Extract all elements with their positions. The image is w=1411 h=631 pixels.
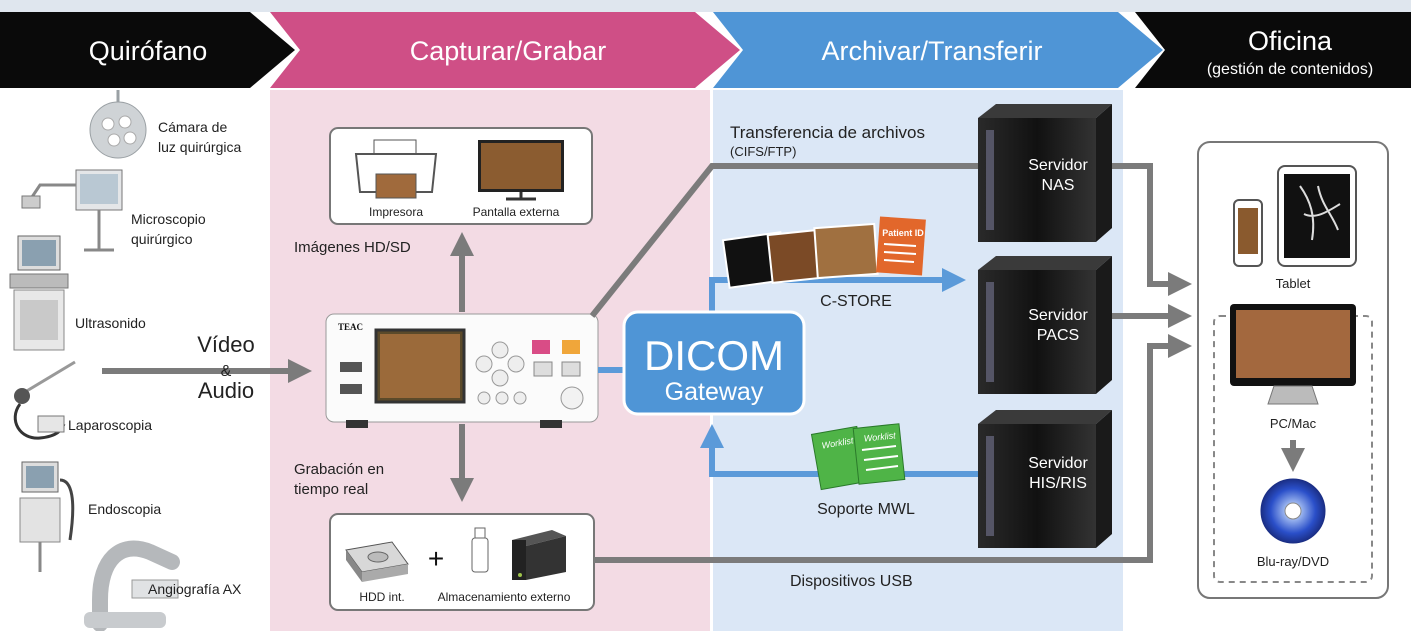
- cstore-arrow: [709, 268, 966, 320]
- recorder-device-icon: [325, 313, 599, 428]
- stage-label-archivar: Archivar/Transferir: [821, 36, 1042, 66]
- dicom-gateway-box: [622, 310, 806, 416]
- usb-stick-icon: [471, 527, 489, 573]
- stage-label-capturar: Capturar/Grabar: [410, 36, 607, 66]
- stage-archivar: [713, 12, 1163, 88]
- transfer-label-protocol: (CIFS/FTP): [730, 144, 796, 159]
- pacs-server-icon: [978, 256, 1112, 394]
- endoscope-icon: [19, 461, 75, 572]
- server-his-line2: HIS/RIS: [1029, 475, 1087, 492]
- external-monitor-icon: [478, 140, 564, 201]
- dicom-gateway-label: Gateway: [665, 378, 764, 406]
- source-label-microscope-1: Microscopio: [131, 211, 206, 227]
- usb-line: [594, 334, 1192, 563]
- stage-quirofano: [0, 12, 295, 88]
- storage-caption-1: Grabación en: [294, 461, 384, 478]
- nas-server-icon: [978, 104, 1112, 242]
- stage-oficina: [1135, 12, 1411, 88]
- server-his-line1: Servidor: [1028, 455, 1088, 472]
- input-label-audio: Audio: [198, 378, 254, 403]
- angiography-icon: [84, 540, 180, 631]
- transfer-label: Transferencia de archivos: [730, 123, 925, 142]
- server-pacs-line2: PACS: [1037, 327, 1079, 344]
- pc-monitor-icon: [1230, 304, 1356, 405]
- source-label-endoscope: Endoscopia: [88, 501, 161, 517]
- storage-label-external: Almacenamiento externo: [438, 590, 571, 604]
- recorder-brand: TEAC: [338, 322, 363, 332]
- mwl-label: Soporte MWL: [817, 501, 915, 518]
- server-nas-line2: NAS: [1042, 177, 1075, 194]
- output-caption: Imágenes HD/SD: [294, 239, 411, 256]
- laparoscope-icon: [13, 360, 76, 440]
- output-label-printer: Impresora: [369, 205, 423, 219]
- source-label-camera-1: Cámara de: [158, 119, 227, 135]
- office-label-disc: Blu-ray/DVD: [1257, 554, 1329, 569]
- dicom-label: DICOM: [644, 332, 784, 379]
- surgical-light-camera-icon: [89, 90, 147, 159]
- usb-label: Dispositivos USB: [790, 573, 913, 590]
- storage-caption-2: tiempo real: [294, 481, 368, 498]
- source-label-ultrasound: Ultrasonido: [75, 315, 146, 331]
- cstore-label: C-STORE: [820, 293, 892, 310]
- printer-icon: [354, 139, 438, 199]
- server-pacs-line1: Servidor: [1028, 307, 1088, 324]
- nas-to-office-arrow: [1098, 163, 1192, 296]
- stage-label-oficina: Oficina: [1248, 26, 1333, 56]
- output-label-monitor: Pantalla externa: [473, 205, 560, 219]
- worklist-badge-2: Worklist: [863, 430, 896, 443]
- worklist-docs-icon: [810, 423, 906, 491]
- source-label-camera-2: luz quirúrgica: [158, 139, 241, 155]
- external-drive-icon: [512, 530, 566, 580]
- source-label-microscope-2: quirúrgico: [131, 231, 193, 247]
- ultrasound-icon: [9, 235, 69, 351]
- bluray-disc-icon: [1260, 478, 1326, 544]
- office-label-pc: PC/Mac: [1270, 416, 1317, 431]
- office-label-tablet: Tablet: [1276, 276, 1311, 291]
- storage-label-hdd: HDD int.: [359, 590, 404, 604]
- stage-sublabel-oficina: (gestión de contenidos): [1207, 61, 1373, 78]
- hdd-icon: [345, 541, 409, 582]
- input-label-amp: &: [221, 363, 232, 380]
- stage-label-quirofano: Quirófano: [89, 36, 208, 66]
- input-label-video: Vídeo: [197, 332, 255, 357]
- surgical-microscope-icon: [21, 169, 123, 252]
- tablet-icon: [1233, 165, 1357, 267]
- source-label-angiography: Angiografía AX: [148, 581, 242, 597]
- storage-plus: +: [428, 543, 444, 574]
- patient-id-doc-icon: [876, 216, 926, 276]
- transfer-line: [589, 163, 1078, 318]
- top-photo-strip: [0, 0, 1411, 12]
- patient-id-badge: Patient ID: [882, 228, 924, 238]
- his-ris-server-icon: [978, 410, 1112, 548]
- stage-capturar: [270, 12, 740, 88]
- server-nas-line1: Servidor: [1028, 157, 1088, 174]
- source-label-laparoscope: Laparoscopia: [68, 417, 152, 433]
- dicom-images-icon: [721, 222, 879, 289]
